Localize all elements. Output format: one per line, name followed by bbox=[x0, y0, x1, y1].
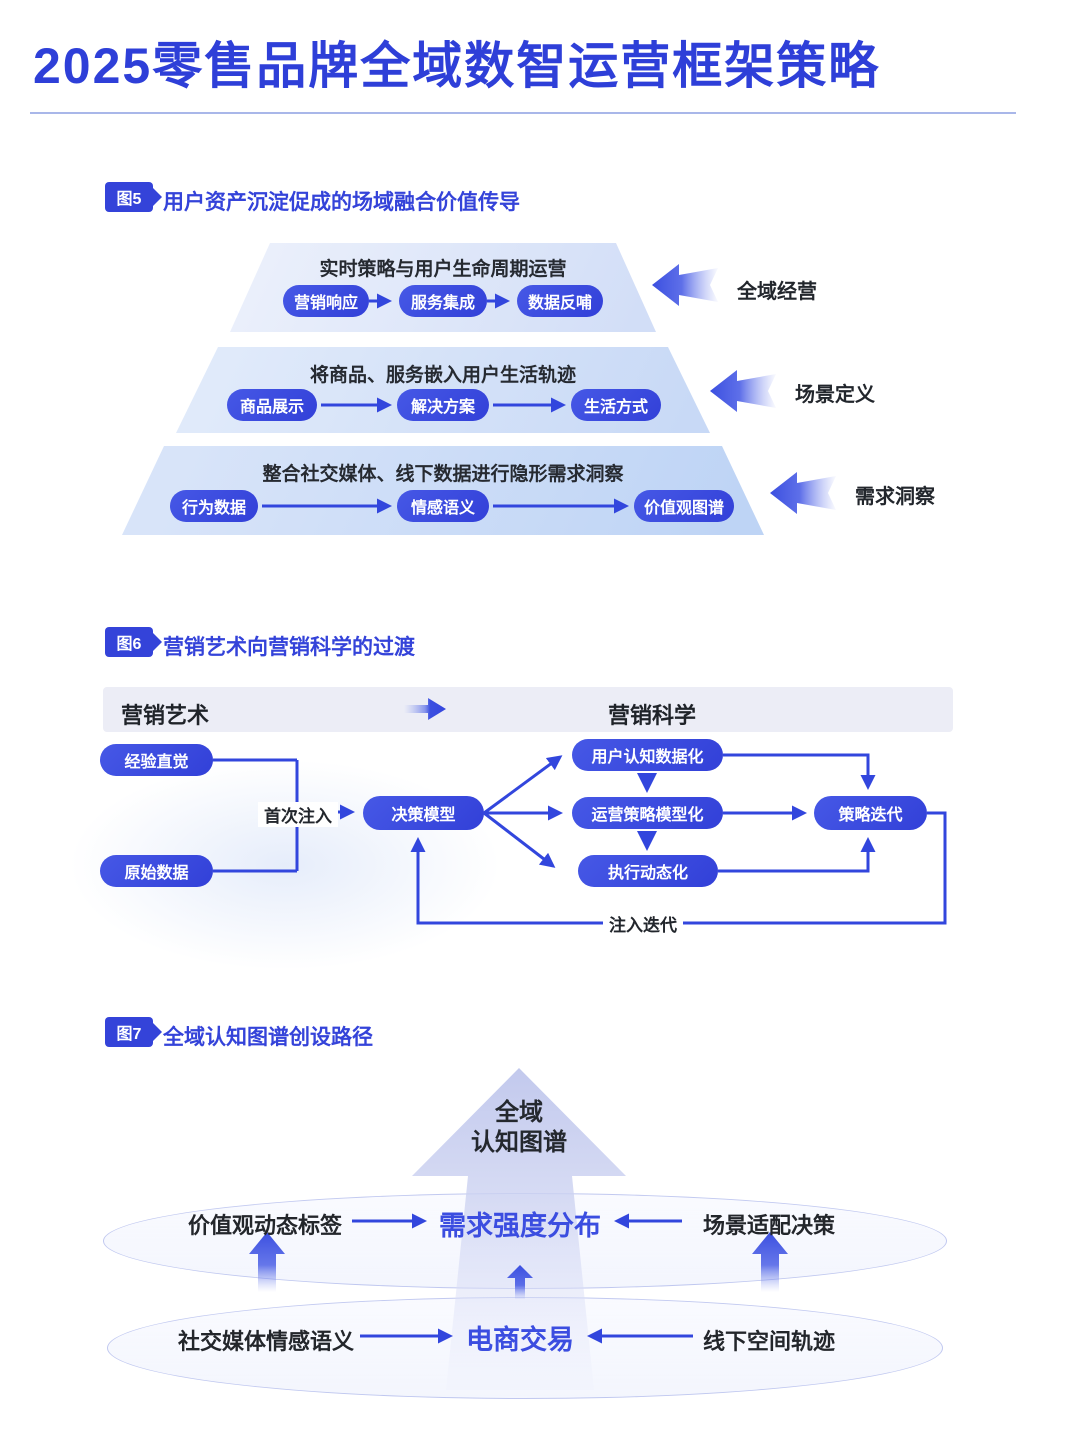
pyramid-level2-desc: 将商品、服务嵌入用户生活轨迹 bbox=[309, 365, 576, 386]
fig7-title: 全域认知图谱创设路径 bbox=[163, 1026, 373, 1049]
pyramid-level1-desc: 实时策略与用户生命周期运营 bbox=[319, 259, 567, 280]
left-arrow-icon bbox=[770, 472, 836, 514]
node-decision-model: 决策模型 bbox=[363, 796, 484, 830]
pill-data-feedback: 数据反哺 bbox=[517, 285, 603, 317]
label-social-media-emotion-semantics: 社交媒体情感语义 bbox=[178, 1329, 355, 1354]
pill-emotion-semantics: 情感语义 bbox=[397, 490, 489, 522]
title-divider bbox=[30, 112, 1016, 114]
node-raw-data: 原始数据 bbox=[100, 855, 213, 887]
pyramid-level3-desc: 整合社交媒体、线下数据进行隐形需求洞察 bbox=[262, 464, 624, 485]
label-demand-intensity-distribution: 需求强度分布 bbox=[439, 1211, 601, 1241]
label-ecommerce-transaction: 电商交易 bbox=[466, 1325, 574, 1355]
fig5-title: 用户资产沉淀促成的场域融合价值传导 bbox=[163, 191, 520, 214]
pill-lifestyle: 生活方式 bbox=[571, 389, 661, 421]
node-operation-strategy-modeling: 运营策略模型化 bbox=[572, 797, 723, 829]
big-arrow-text-line1: 全域 bbox=[495, 1099, 543, 1126]
label-scene-adaptation-decision: 场景适配决策 bbox=[703, 1213, 836, 1238]
fig6-badge: 图6 bbox=[105, 627, 162, 657]
node-experience-intuition: 经验直觉 bbox=[100, 744, 213, 776]
fig6-header-art: 营销艺术 bbox=[121, 703, 210, 728]
node-strategy-iteration: 策略迭代 bbox=[814, 796, 927, 830]
pill-marketing-response: 营销响应 bbox=[283, 285, 369, 317]
fig5-badge: 图5 bbox=[105, 182, 162, 212]
pill-service-integration: 服务集成 bbox=[399, 285, 487, 317]
big-up-arrow-icon bbox=[412, 1068, 626, 1390]
pill-product-display: 商品展示 bbox=[227, 389, 317, 421]
up-arrow-icon bbox=[249, 1232, 285, 1292]
big-arrow-text-line2: 认知图谱 bbox=[471, 1129, 567, 1156]
label-offline-space-trajectory: 线下空间轨迹 bbox=[703, 1329, 836, 1354]
pill-values-graph: 价值观图谱 bbox=[634, 490, 734, 522]
page-title: 2025零售品牌全域数智运营框架策略 bbox=[33, 38, 881, 94]
fig6-header-science: 营销科学 bbox=[608, 703, 697, 728]
edge-label-inject-iterate: 注入迭代 bbox=[603, 911, 683, 936]
fig7-badge: 图7 bbox=[105, 1017, 162, 1047]
fig6-header-bar bbox=[103, 687, 953, 732]
left-arrow-icon bbox=[652, 264, 718, 306]
up-arrow-icon bbox=[752, 1232, 788, 1292]
up-arrow-icon bbox=[507, 1265, 533, 1299]
pill-solution: 解决方案 bbox=[397, 389, 489, 421]
edge-label-first-inject: 首次注入 bbox=[258, 802, 338, 827]
fig6-title: 营销艺术向营销科学的过渡 bbox=[163, 636, 415, 659]
side-label-demand-insight: 需求洞察 bbox=[855, 486, 935, 508]
node-execution-dynamization: 执行动态化 bbox=[578, 855, 718, 887]
node-user-cognition-dataization: 用户认知数据化 bbox=[572, 739, 723, 771]
side-label-omni-operation: 全域经营 bbox=[737, 281, 817, 303]
right-arrow-icon bbox=[404, 698, 446, 720]
label-values-dynamic-tags: 价值观动态标签 bbox=[188, 1213, 343, 1238]
left-arrow-icon bbox=[710, 370, 776, 412]
side-label-scene-definition: 场景定义 bbox=[795, 384, 875, 406]
pill-behavior-data: 行为数据 bbox=[170, 490, 258, 522]
